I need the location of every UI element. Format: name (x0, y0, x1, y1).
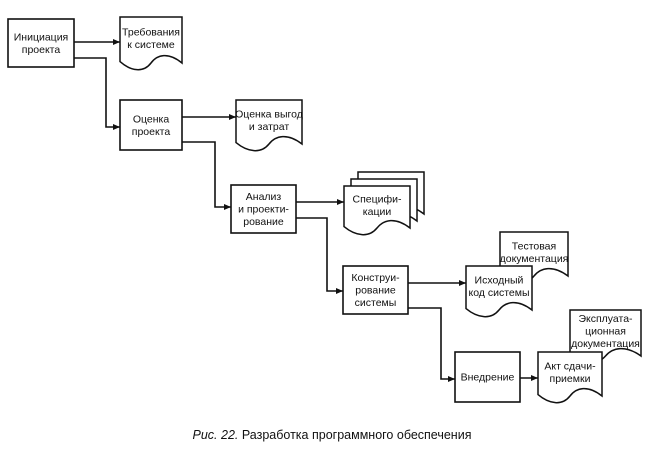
process-p4-label-line: рование (355, 285, 396, 297)
document-d4-label-line: Исходный (475, 274, 524, 286)
document-d3: Специфи-кации (343, 171, 425, 236)
document-shape (537, 351, 603, 404)
document-d5b-label-line: документация (571, 338, 640, 350)
process-box (342, 265, 409, 315)
connector-arrow-p4-to-p5 (408, 307, 455, 382)
document-d2-label-line: Оценка выгод (235, 108, 303, 120)
process-p3-label-line: рование (243, 216, 284, 228)
document-d4b-label-line: Тестовая (512, 240, 556, 252)
process-box (230, 184, 297, 234)
document-d4b-label-line: документация (500, 253, 569, 265)
document-d5b-label-line: ционная (585, 326, 626, 338)
document-d5-label-line: Акт сдачи- (544, 360, 596, 372)
process-p5: Внедрение (454, 351, 521, 403)
process-p1-label-line: проекта (22, 44, 61, 56)
process-p2-label-line: проекта (132, 126, 171, 138)
figure-label: Рис. 22. (192, 428, 239, 442)
process-box (454, 351, 521, 403)
document-d5-label-line: приемки (550, 373, 591, 385)
document-shape (465, 265, 533, 318)
connector-arrow-p1-to-p2 (74, 57, 120, 130)
document-d2-label-line: и затрат (249, 121, 289, 133)
document-d4-label-line: код системы (468, 287, 529, 299)
process-p4-label-line: Конструи- (351, 272, 400, 284)
process-p1-label-line: Инициация (14, 31, 69, 43)
process-box (119, 99, 183, 151)
process-box (7, 18, 75, 68)
document-shape (343, 185, 411, 236)
connector-arrow-p3-to-p4 (296, 217, 343, 294)
process-p4-label-line: системы (355, 297, 397, 309)
figure-caption: Рис. 22. Разработка программного обеспеч… (0, 428, 664, 442)
document-shape (235, 99, 303, 152)
document-d1-label-line: к системе (127, 39, 175, 51)
document-d1-label-line: Требования (122, 26, 180, 38)
document-d5b-label-line: Эксплуата- (578, 313, 633, 325)
process-p5-label-line: Внедрение (461, 372, 515, 384)
connector-arrow-p2-to-p3 (182, 141, 231, 210)
process-p3-label-line: Анализ (246, 191, 282, 203)
process-p2-label-line: Оценка (133, 113, 170, 125)
document-d5: Акт сдачи-приемки (537, 351, 603, 404)
process-p3-label-line: и проекти- (238, 204, 289, 216)
document-d3-label-line: кации (363, 206, 392, 218)
figure-title: Разработка программного обеспечения (241, 428, 472, 442)
document-shape (119, 16, 183, 71)
document-d3-label-line: Специфи- (353, 193, 402, 205)
